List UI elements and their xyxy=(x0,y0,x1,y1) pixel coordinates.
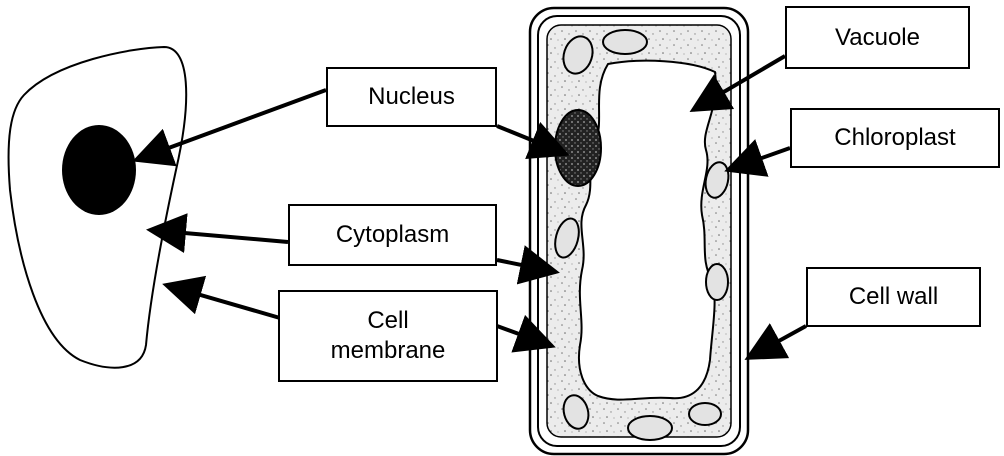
label-cell-membrane: Cell membrane xyxy=(278,290,498,382)
label-cytoplasm: Cytoplasm xyxy=(288,204,497,266)
chloroplast xyxy=(603,30,647,54)
label-chloroplast-text: Chloroplast xyxy=(834,123,955,153)
arrow-cell-wall xyxy=(748,326,806,358)
label-nucleus-text: Nucleus xyxy=(368,82,455,112)
label-chloroplast: Chloroplast xyxy=(790,108,1000,168)
label-cytoplasm-text: Cytoplasm xyxy=(336,220,449,250)
plant-nucleus xyxy=(555,110,601,186)
label-vacuole-text: Vacuole xyxy=(835,23,920,53)
animal-nucleus xyxy=(62,125,136,215)
label-nucleus: Nucleus xyxy=(326,67,497,127)
chloroplast xyxy=(706,264,728,300)
arrow-cytoplasm-animal xyxy=(150,230,288,242)
plant-vacuole xyxy=(579,61,716,400)
label-vacuole: Vacuole xyxy=(785,6,970,69)
arrow-membrane-animal xyxy=(166,285,280,318)
plant-cell xyxy=(530,8,748,454)
chloroplast xyxy=(628,416,672,440)
label-cell-membrane-line2: membrane xyxy=(331,336,446,366)
animal-cell xyxy=(9,47,187,368)
label-cell-membrane-line1: Cell xyxy=(367,306,408,336)
chloroplast xyxy=(689,403,721,425)
label-cell-wall: Cell wall xyxy=(806,267,981,327)
label-cell-wall-text: Cell wall xyxy=(849,282,938,312)
